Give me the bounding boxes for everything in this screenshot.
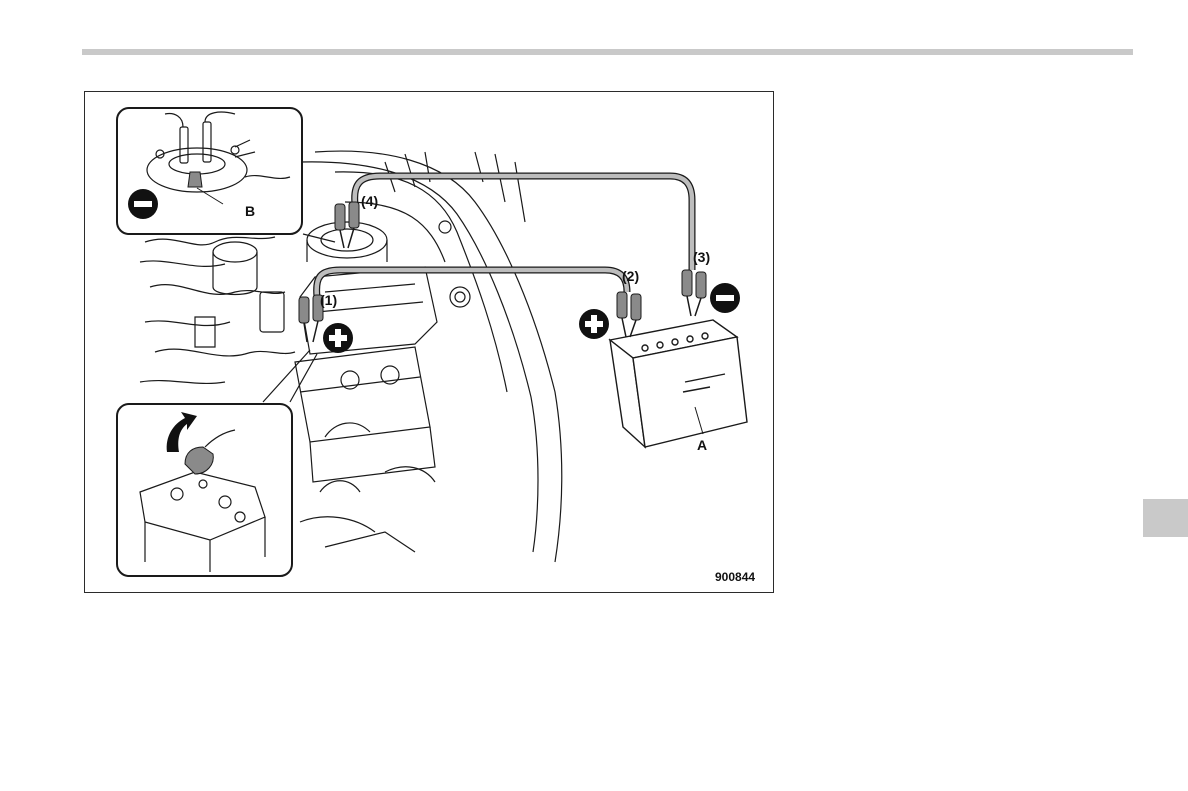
header-rule (82, 49, 1133, 55)
label-ground-b: B (245, 203, 255, 219)
label-step-1: (1) (320, 292, 337, 308)
label-step-2: (2) (622, 268, 639, 284)
figure-number: 900844 (715, 570, 755, 584)
inset-ground-point (117, 108, 302, 234)
label-battery-a: A (697, 437, 707, 453)
label-step-3: (3) (693, 249, 710, 265)
clamp-2 (617, 292, 641, 337)
inset-terminal-cover (117, 404, 292, 576)
minus-circle-icon (710, 283, 740, 313)
jump-start-diagram: (1) (2) (3) (4) A B 900844 (84, 91, 774, 593)
minus-circle-icon (128, 189, 158, 219)
plus-circle-icon (579, 309, 609, 339)
chapter-tab (1143, 499, 1188, 537)
label-step-4: (4) (361, 193, 378, 209)
booster-battery (610, 320, 747, 447)
clamp-4 (335, 202, 359, 248)
plus-circle-icon (323, 323, 353, 353)
clamp-3 (682, 270, 706, 316)
diagram-svg: (1) (2) (3) (4) A B 900844 (85, 92, 774, 593)
